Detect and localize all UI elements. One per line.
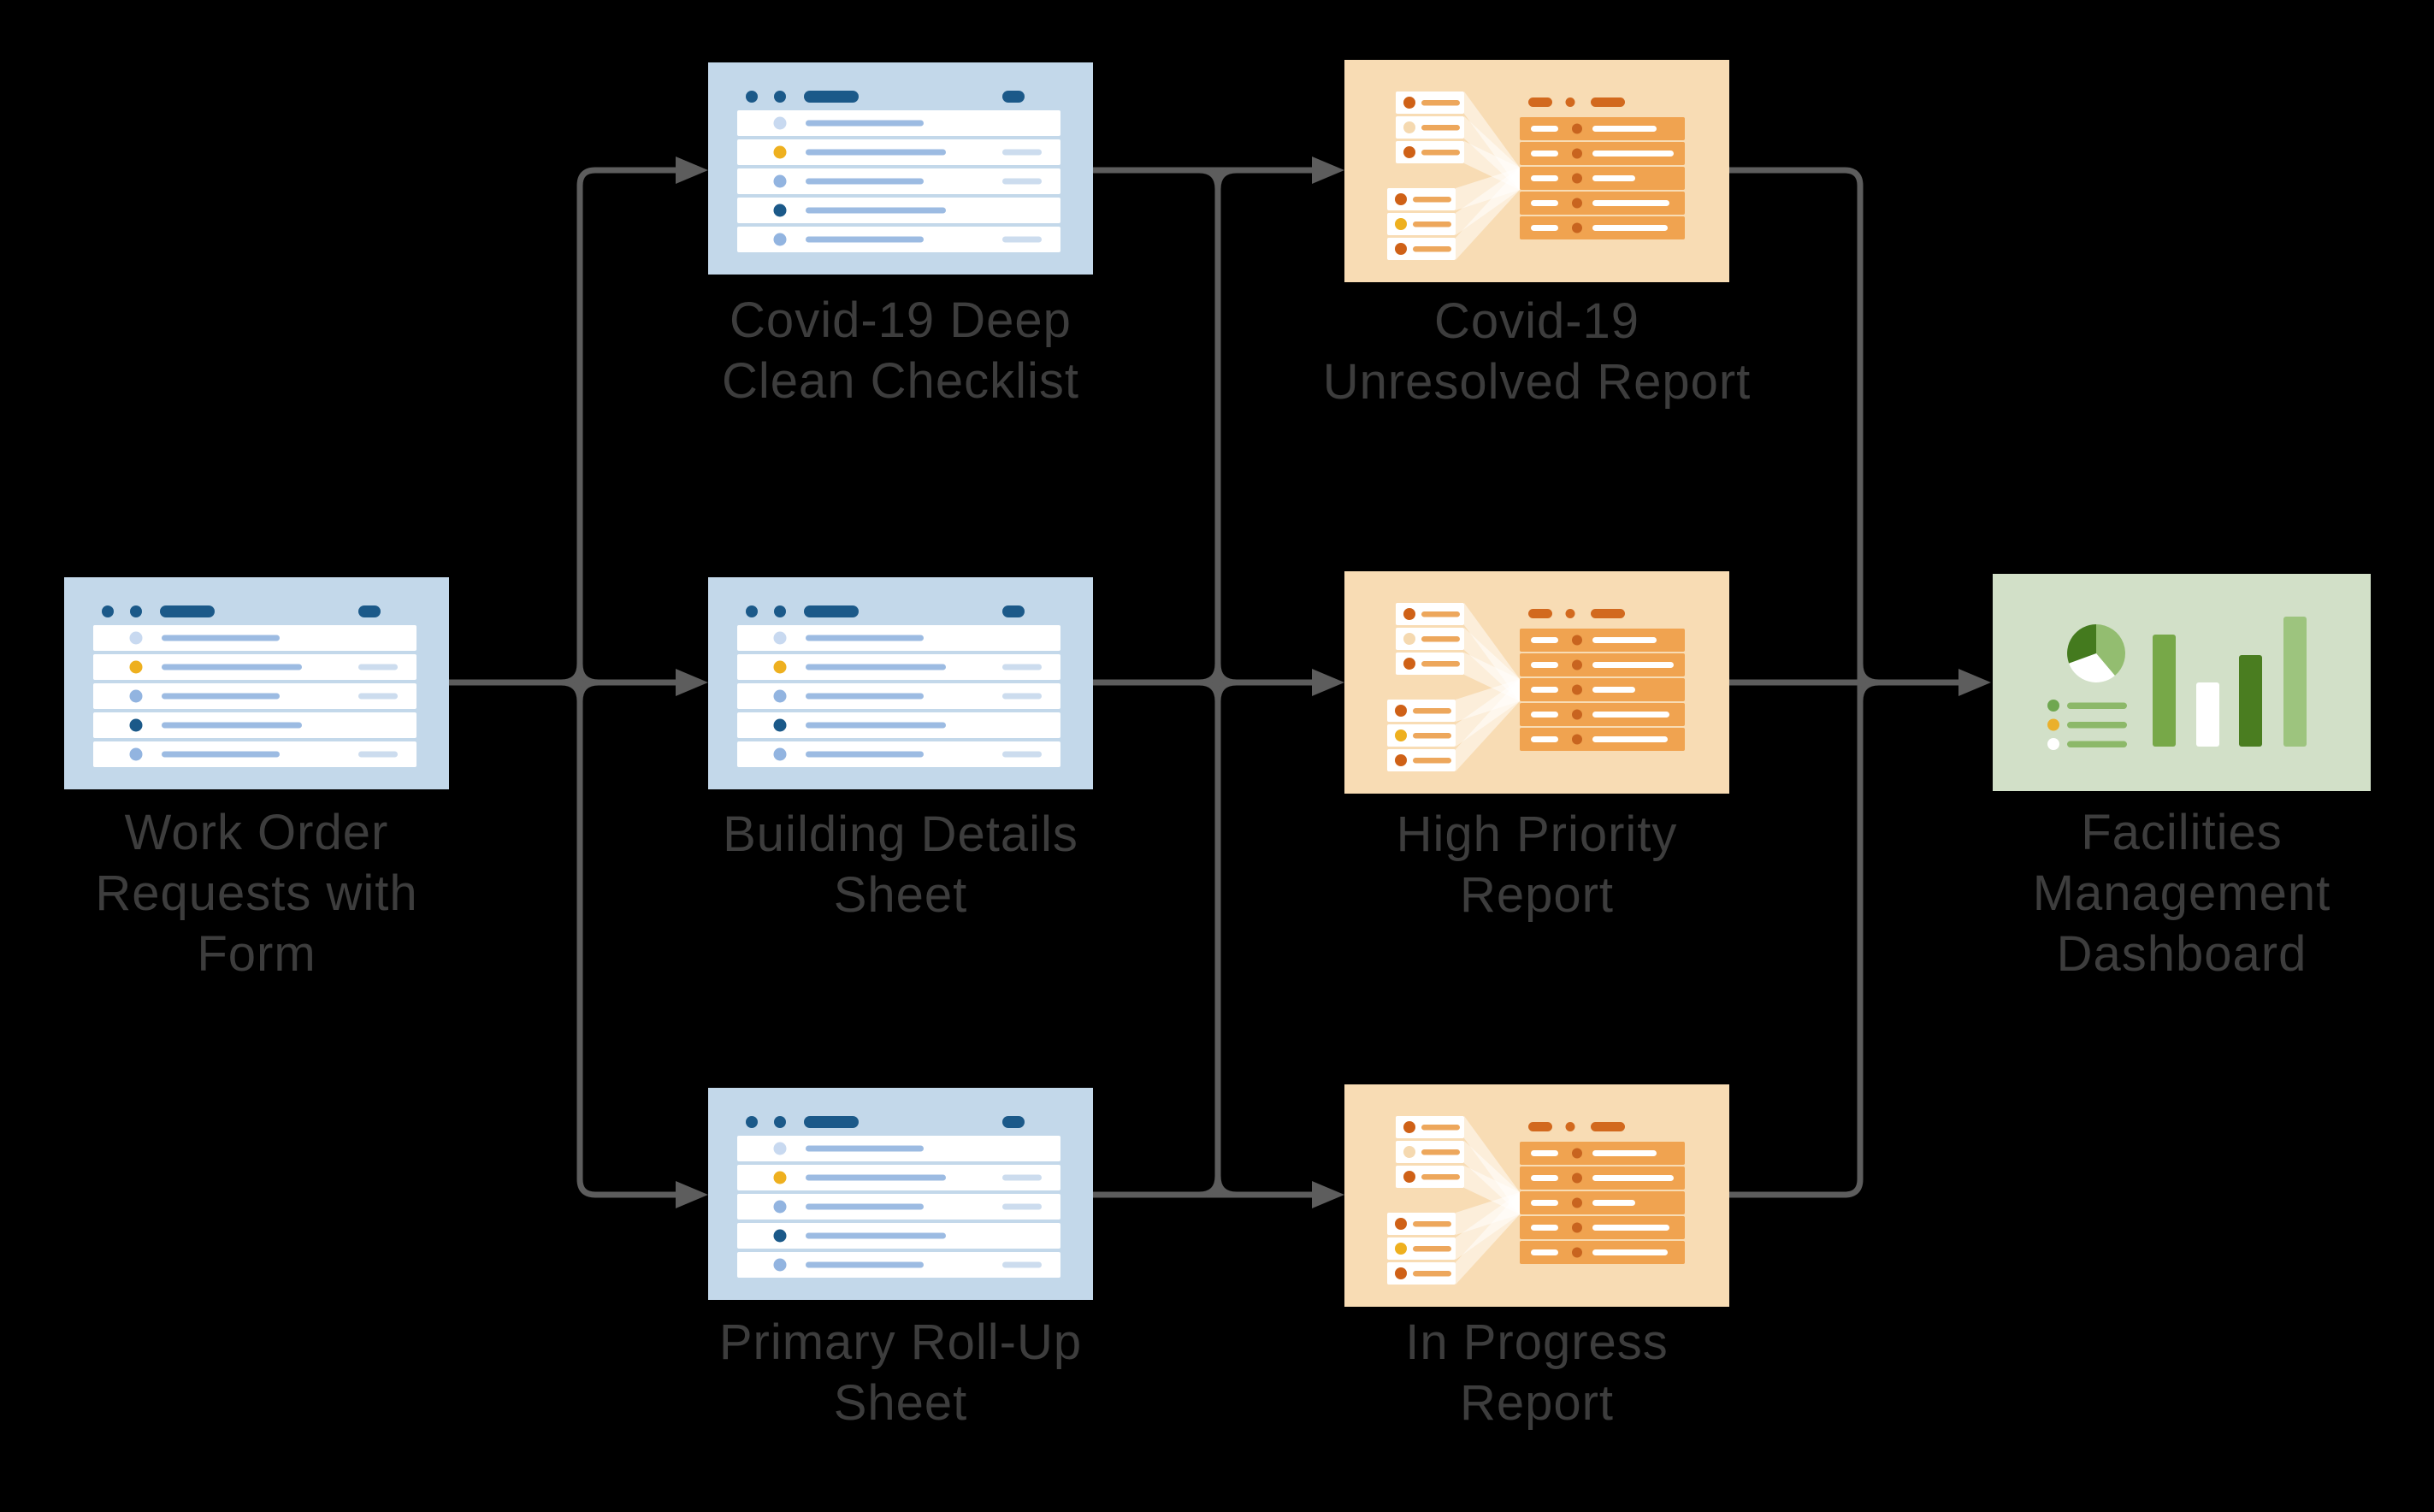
report-icon: [1344, 1084, 1729, 1307]
sheet-header: [102, 605, 381, 617]
junction-flare-middle-cross: [1196, 660, 1240, 705]
bar-chart: [2153, 617, 2307, 747]
junction-flare-right-merge: [1857, 660, 1882, 705]
report-icon: [1344, 60, 1729, 282]
node-label: Work Order Requests with Form: [95, 805, 418, 982]
spreadsheet-icon: [708, 62, 1093, 275]
arrowheads: [676, 157, 1991, 1208]
report-table-header: [1528, 1122, 1625, 1131]
arrowhead-in-progress: [1312, 1181, 1344, 1208]
report-table-header: [1528, 97, 1625, 107]
arrowhead-dashboard: [1958, 669, 1991, 696]
node-label: Covid-19 Unresolved Report: [1322, 293, 1752, 410]
spreadsheet-icon: [708, 577, 1093, 789]
sheet-rows: [93, 625, 416, 767]
dashboard-legend: [2047, 700, 2127, 750]
pie-chart: [2067, 624, 2125, 682]
node-label: Primary Roll-Up Sheet: [718, 1314, 1083, 1431]
report-table-rows: [1520, 117, 1685, 239]
report-beams: [1456, 603, 1520, 771]
sheet-rows: [737, 1136, 1060, 1278]
arrowhead-covid-checklist: [676, 157, 708, 184]
sheet-rows: [737, 625, 1060, 767]
sheet-header: [746, 605, 1025, 617]
sheet-header: [746, 91, 1025, 103]
arrowhead-high-priority: [1312, 669, 1344, 696]
node-label: Building Details Sheet: [723, 806, 1078, 923]
node-label: High Priority Report: [1396, 806, 1678, 923]
report-beams: [1456, 92, 1520, 260]
report-table-rows: [1520, 629, 1685, 751]
node-label: Covid-19 Deep Clean Checklist: [722, 292, 1079, 409]
report-table-header: [1528, 609, 1625, 618]
report-beams: [1456, 1116, 1520, 1285]
report-source-rows: [1387, 1116, 1464, 1285]
junction-flare-middle-top: [1196, 167, 1240, 192]
arrowhead-covid-unresolved: [1312, 157, 1344, 184]
junction-flare-middle-bottom: [1196, 1172, 1240, 1198]
node-label: Facilities Management Dashboard: [2032, 805, 2331, 982]
edge-left-branch: [576, 167, 681, 1198]
report-table-rows: [1520, 1142, 1685, 1264]
sheet-header: [746, 1116, 1025, 1128]
report-source-rows: [1387, 603, 1464, 771]
arrowhead-primary-rollup: [676, 1181, 708, 1208]
node-label: In Progress Report: [1405, 1314, 1669, 1431]
spreadsheet-icon: [64, 577, 449, 789]
junction-flare-left-cross: [558, 660, 602, 705]
report-source-rows: [1387, 92, 1464, 260]
sheet-rows: [737, 110, 1060, 252]
dashboard-icon: [1993, 574, 2371, 791]
spreadsheet-icon: [708, 1088, 1093, 1300]
report-icon: [1344, 571, 1729, 794]
arrowhead-building-details: [676, 669, 708, 696]
